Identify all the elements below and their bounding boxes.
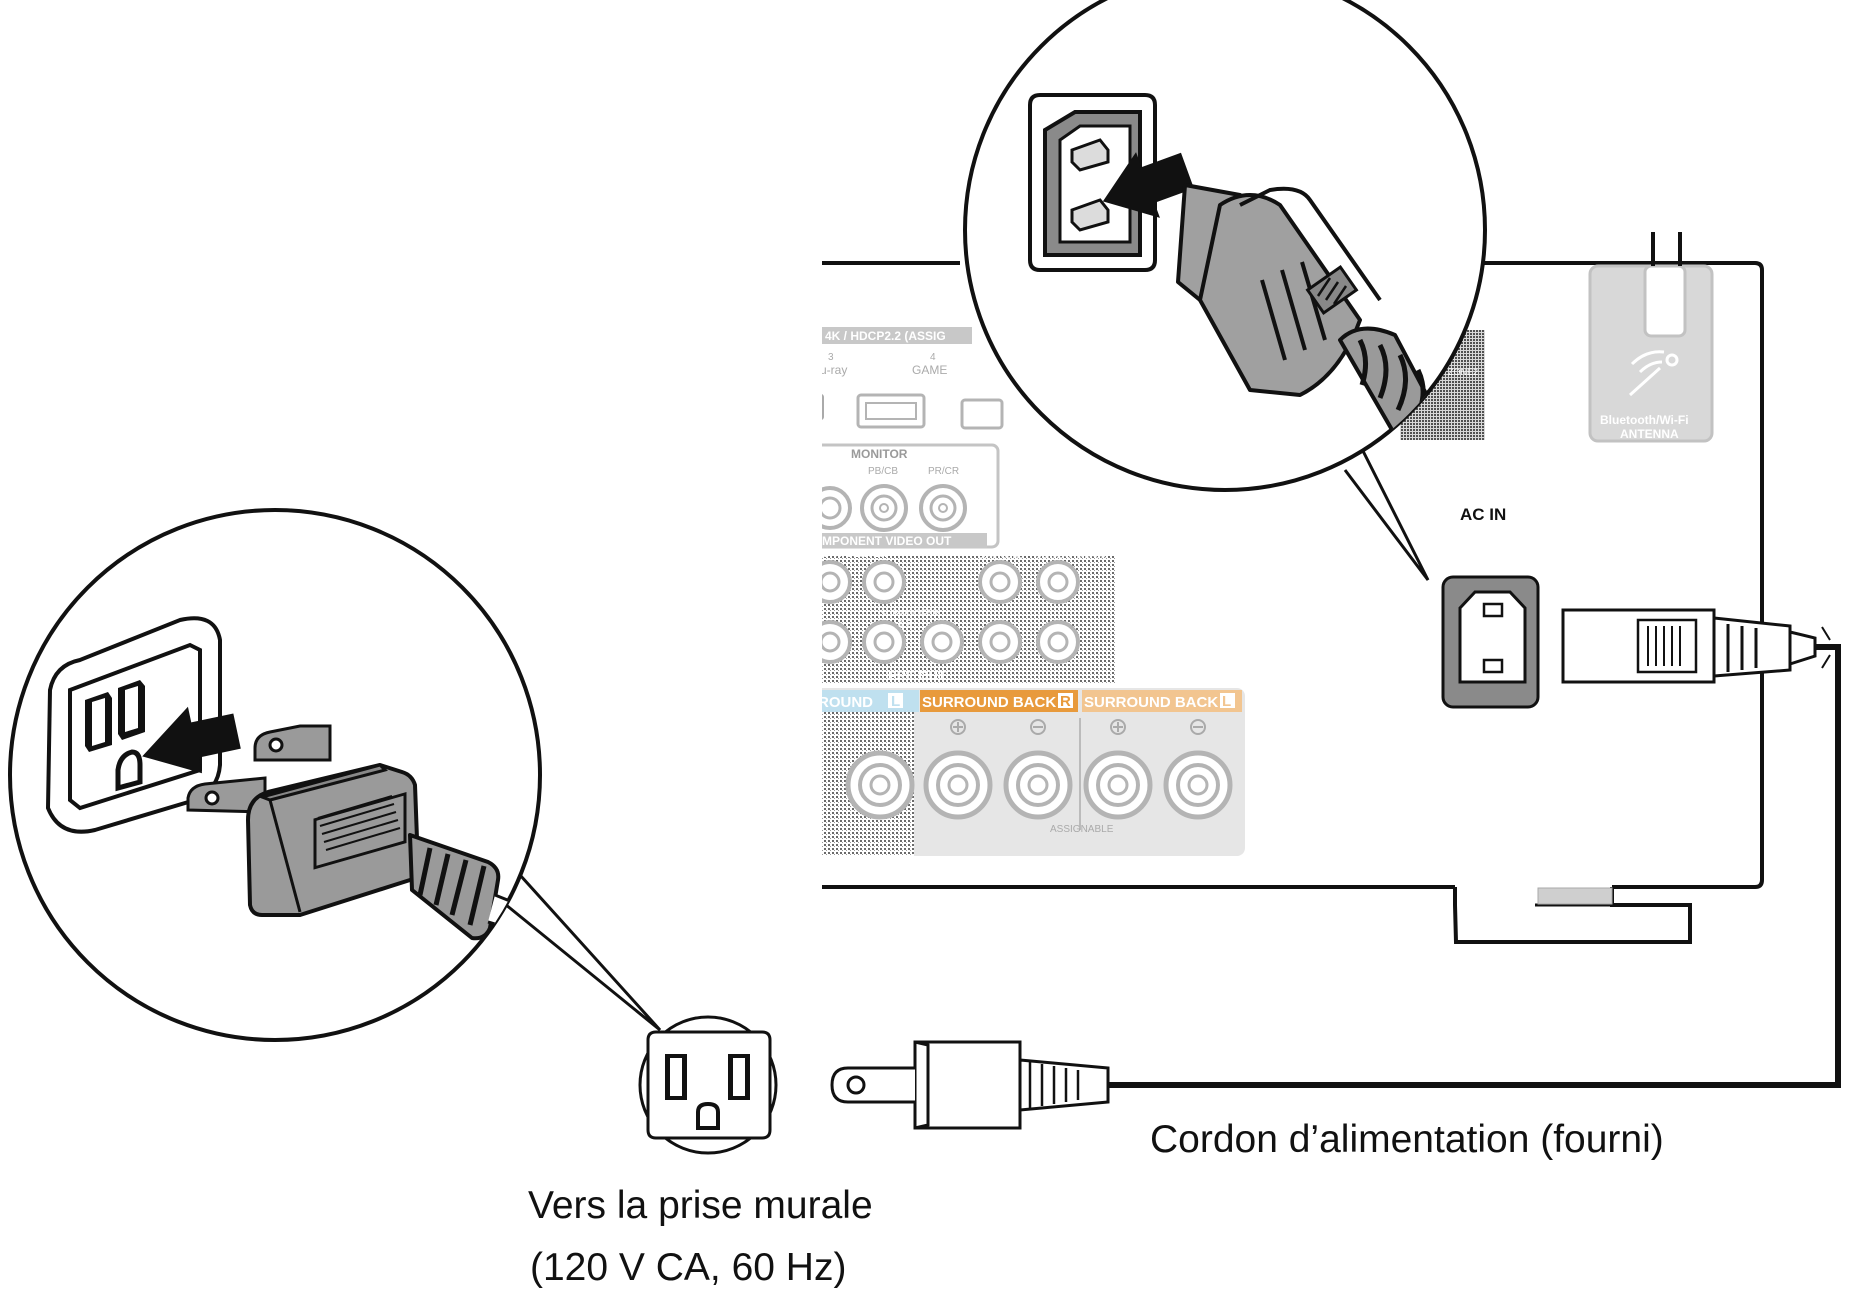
hdmi-input-3-number: 3 bbox=[828, 352, 834, 363]
power-cord-end-mark bbox=[1821, 626, 1831, 669]
surround-l-badge: L bbox=[891, 693, 900, 710]
speaker-terminals bbox=[845, 750, 1233, 820]
pre-out-label: PRE OUT bbox=[888, 668, 946, 683]
callout-plug-grip bbox=[313, 791, 407, 870]
component-label-bar bbox=[822, 533, 987, 548]
hdmi-input-3-name: u-ray bbox=[820, 363, 847, 377]
left-callout bbox=[8, 508, 662, 1042]
receiver-rear-panel: 4K / HDCP2.2 (ASSIG 3 u-ray 4 GAME MONIT… bbox=[818, 232, 1764, 944]
hdmi-header: 4K / HDCP2.2 (ASSIG bbox=[825, 329, 946, 343]
iec-power-inlet-icon bbox=[1441, 575, 1540, 709]
monitor-label: MONITOR bbox=[851, 447, 908, 461]
chassis-outline bbox=[822, 261, 1764, 889]
hdmi-input-4-number: 4 bbox=[930, 352, 936, 363]
top-callout-pointer bbox=[1343, 444, 1430, 581]
surround-back-l-label: SURROUND BACK bbox=[1084, 694, 1218, 711]
hdmi-port-4-inner bbox=[865, 402, 917, 420]
hdmi-input-4-name: GAME bbox=[912, 363, 947, 377]
surround-back-r-badge-box bbox=[1058, 693, 1073, 708]
surround-back-l-header bbox=[1082, 690, 1242, 712]
pre-out-jacks bbox=[822, 560, 1080, 664]
callout-plug-strain-relief bbox=[408, 833, 501, 941]
callout-plug-face bbox=[257, 763, 388, 802]
surround-back-l-badge-box bbox=[1220, 693, 1235, 708]
surround-l-badge-box bbox=[888, 693, 903, 708]
subwoofer-numbers: 1 2 bbox=[898, 619, 912, 630]
left-callout-pointer bbox=[499, 873, 662, 1032]
top-callout bbox=[963, 0, 1487, 581]
two-prong-plug-icon bbox=[830, 1040, 1110, 1130]
callout-pin-top bbox=[1070, 138, 1110, 172]
callout-outlet-slot-right-inner bbox=[125, 686, 138, 732]
pb-label: PB/CB bbox=[868, 466, 898, 477]
component-jacks bbox=[822, 484, 967, 532]
surround-back-l-badge: L bbox=[1222, 693, 1231, 710]
surround-small: SURROUND bbox=[978, 551, 1024, 560]
callout-prong-hole-top bbox=[268, 737, 284, 753]
surround-back-r-header bbox=[920, 690, 1078, 712]
callout-outlet-slot-left-inner bbox=[92, 698, 105, 746]
assignable-label: ASSIGNABLE bbox=[1050, 824, 1114, 835]
outlet-caption-line1: Vers la prise murale bbox=[528, 1184, 873, 1227]
surround-back-small: SURROUND BACK bbox=[1036, 551, 1107, 560]
antenna-mast bbox=[1643, 264, 1687, 338]
outlet-caption-line2: (120 V CA, 60 Hz) bbox=[530, 1246, 846, 1289]
antenna-line1: Bluetooth/Wi-Fi bbox=[1600, 413, 1689, 427]
surround-back-r-badge: R bbox=[1060, 693, 1071, 710]
cord-caption: Cordon d’alimentation (fourni) bbox=[1150, 1118, 1664, 1161]
antenna-line2: ANTENNA bbox=[1620, 427, 1679, 441]
surround-l-label: ROUND bbox=[818, 694, 873, 711]
callout-pin-bottom bbox=[1070, 198, 1110, 232]
callout-outlet-ground bbox=[115, 749, 143, 792]
antenna-mast-top bbox=[1651, 232, 1682, 266]
polarity-marks bbox=[950, 719, 1206, 735]
arrow-right-icon bbox=[1102, 152, 1194, 218]
foot-highlight bbox=[1537, 887, 1613, 905]
hdmi-port-5 bbox=[960, 398, 1004, 430]
subwoofer-label: SUBWOOFER bbox=[880, 608, 940, 618]
hdmi-port-3 bbox=[822, 394, 824, 420]
antenna: Bluetooth/Wi-Fi ANTENNA bbox=[1588, 264, 1714, 443]
ac-in-label: AC IN bbox=[1460, 505, 1506, 524]
hdmi-header-bar bbox=[822, 327, 972, 344]
power-cord bbox=[1108, 644, 1841, 1088]
callout-prong-hole-bottom bbox=[204, 790, 220, 806]
hdmi-port-4 bbox=[856, 393, 926, 429]
iec-power-plug-icon bbox=[1561, 608, 1817, 684]
antenna-icon bbox=[1628, 350, 1679, 397]
zone-fragment: ZONE2 bbox=[1448, 367, 1478, 377]
front-center-label: ONT CENTER bbox=[822, 549, 888, 560]
wall-outlet-icon bbox=[638, 1015, 778, 1155]
callout-plug-ridge bbox=[268, 799, 302, 913]
component-label: MPONENT VIDEO OUT bbox=[822, 534, 952, 548]
pr-label: PR/CR bbox=[928, 466, 959, 477]
callout-iec-plug bbox=[1176, 183, 1442, 438]
surround-back-r-label: SURROUND BACK bbox=[922, 694, 1056, 711]
callout-arrow-right-icon bbox=[142, 706, 241, 774]
